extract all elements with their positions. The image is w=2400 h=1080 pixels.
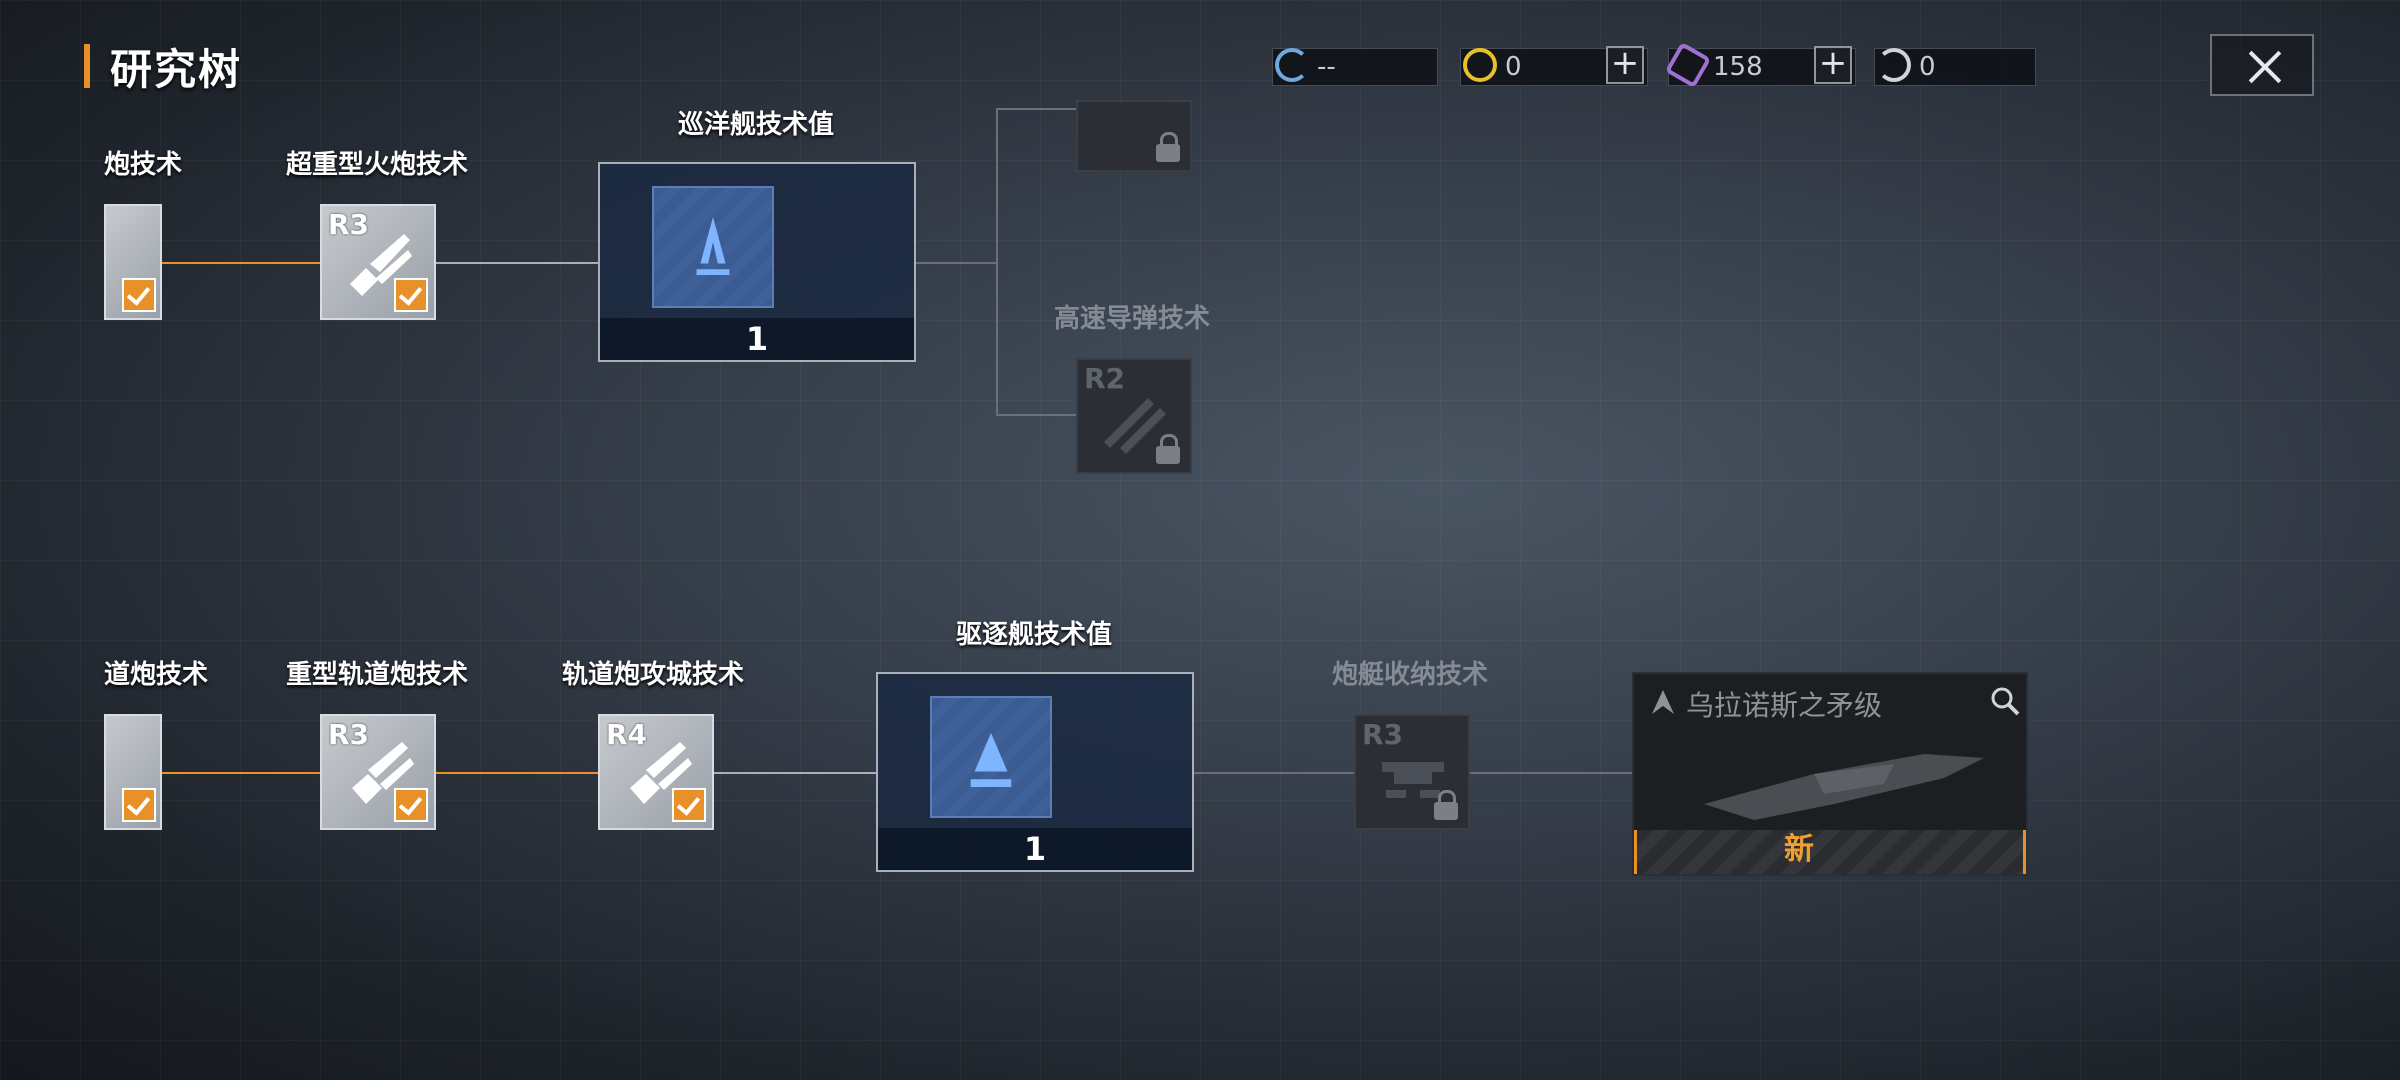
- tech-node-gunboat-storage[interactable]: R3: [1354, 714, 1470, 830]
- ship-blueprint-card[interactable]: 乌拉诺斯之矛级 新: [1632, 672, 2028, 876]
- v-coin-icon: [1463, 48, 1497, 82]
- currency-g: 0: [1874, 48, 2036, 86]
- connector: [996, 108, 998, 414]
- refresh-icon: [1275, 48, 1309, 82]
- connector: [996, 414, 1076, 416]
- title-accent: [84, 44, 90, 88]
- add-p-coin-button[interactable]: +: [1814, 46, 1852, 84]
- check-icon: [394, 278, 428, 312]
- p-coin-icon: [1664, 41, 1712, 89]
- currency-refresh: --: [1272, 48, 1438, 86]
- node-label: 重型轨道炮技术: [286, 660, 469, 690]
- missile-icon: [1104, 398, 1166, 454]
- points-icon: [930, 696, 1052, 818]
- new-badge: 新: [1784, 832, 1814, 867]
- points-value: 1: [878, 828, 1192, 870]
- node-label: 高速导弹技术: [1054, 304, 1211, 334]
- connector: [162, 262, 320, 264]
- ship-class-icon: [1652, 690, 1674, 714]
- lock-icon: [1156, 132, 1180, 162]
- page-title: 研究树: [110, 45, 243, 94]
- lock-icon: [1156, 434, 1180, 464]
- tech-node-high-speed-missile[interactable]: R2: [1076, 358, 1192, 474]
- points-label: 巡洋舰技术值: [678, 110, 835, 140]
- check-icon: [394, 788, 428, 822]
- connector: [436, 772, 598, 774]
- cruiser-tech-points[interactable]: 1: [598, 162, 916, 362]
- ship-status-bar: [1634, 830, 2026, 874]
- check-icon: [672, 788, 706, 822]
- node-label: 炮艇收纳技术: [1332, 660, 1489, 690]
- connector: [1470, 772, 1632, 774]
- connector: [1194, 772, 1354, 774]
- search-icon[interactable]: [1988, 684, 2022, 718]
- connector: [996, 108, 1076, 110]
- points-icon: [652, 186, 774, 308]
- connector: [714, 772, 876, 774]
- g-coin-icon: [1877, 48, 1911, 82]
- tech-node-partial[interactable]: [104, 204, 162, 320]
- connector: [162, 772, 320, 774]
- partial-node-label: 炮技术: [104, 150, 183, 180]
- railgun-icon: [352, 742, 414, 804]
- ship-image: [1704, 754, 1984, 820]
- connector: [916, 262, 996, 264]
- points-label: 驱逐舰技术值: [956, 620, 1113, 650]
- destroyer-tech-points[interactable]: 1: [876, 672, 1194, 872]
- tech-node-railgun-siege[interactable]: R4: [598, 714, 714, 830]
- check-icon: [122, 788, 156, 822]
- tech-node-partial[interactable]: [104, 714, 162, 830]
- ship-name: 乌拉诺斯之矛级: [1686, 689, 1883, 722]
- tech-node-super-heavy-artillery[interactable]: R3: [320, 204, 436, 320]
- points-value: 1: [600, 318, 914, 360]
- node-label: 轨道炮攻城技术: [562, 660, 745, 690]
- cannon-icon: [350, 234, 412, 296]
- tech-node-locked-top[interactable]: [1076, 100, 1192, 172]
- check-icon: [122, 278, 156, 312]
- add-v-coin-button[interactable]: +: [1606, 46, 1644, 84]
- node-label: 超重型火炮技术: [286, 150, 469, 180]
- close-button[interactable]: [2210, 34, 2314, 96]
- connector: [436, 262, 598, 264]
- railgun-icon: [630, 742, 692, 804]
- partial-node-label: 道炮技术: [104, 660, 209, 690]
- lock-icon: [1434, 790, 1458, 820]
- tech-node-heavy-railgun[interactable]: R3: [320, 714, 436, 830]
- hangar-icon: [1382, 762, 1444, 798]
